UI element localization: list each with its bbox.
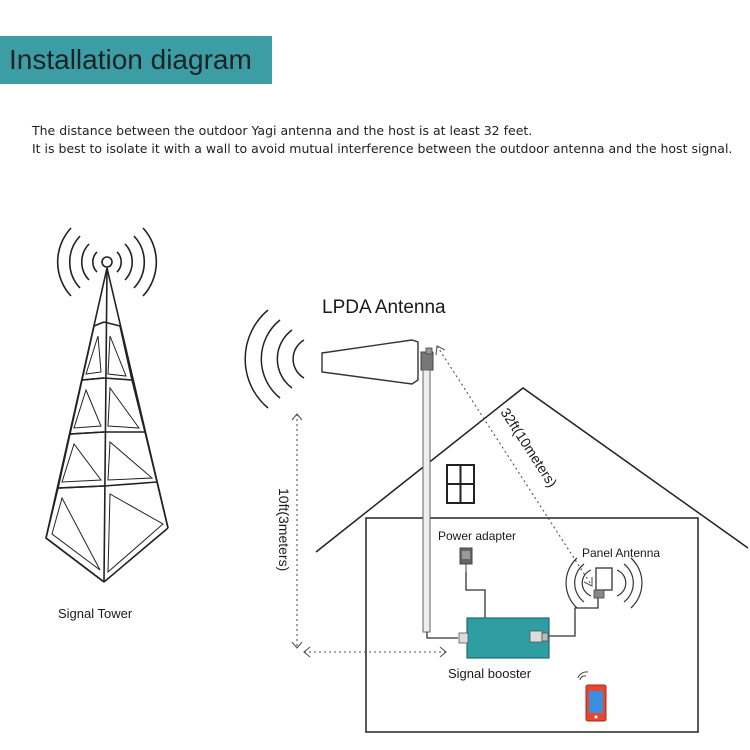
- roof: [315, 387, 749, 553]
- cables: [426, 572, 599, 639]
- lpda-label: LPDA Antenna: [322, 297, 446, 318]
- signal-tower: [45, 227, 169, 583]
- signal-booster: [458, 617, 550, 659]
- power-adapter-label: Power adapter: [438, 529, 516, 543]
- panel-antenna-label: Panel Antenna: [582, 546, 660, 560]
- window-icon: [446, 464, 475, 504]
- distance-label: 32ft(10meters): [497, 405, 560, 490]
- phone-icon: [577, 671, 607, 722]
- lpda-wave-icon: [244, 309, 305, 409]
- tower-wave-icon: [56, 227, 158, 297]
- booster-label: Signal booster: [448, 666, 532, 681]
- lpda-antenna: [244, 309, 434, 633]
- tower-label: Signal Tower: [58, 606, 133, 621]
- power-adapter: [459, 547, 473, 572]
- description-line-2: It is best to isolate it with a wall to …: [32, 141, 733, 156]
- height-label: 10ft(3meters): [276, 488, 292, 571]
- house: [315, 387, 749, 733]
- page-title: Installation diagram: [9, 44, 252, 75]
- description-line-1: The distance between the outdoor Yagi an…: [32, 123, 533, 138]
- ground-distance-arrow: [303, 646, 447, 658]
- house-walls: [365, 517, 699, 733]
- title-banner: Installation diagram: [0, 36, 272, 84]
- panel-antenna: [565, 557, 643, 609]
- panel-wave-icon: [565, 557, 643, 609]
- distance-dimension: [435, 345, 593, 587]
